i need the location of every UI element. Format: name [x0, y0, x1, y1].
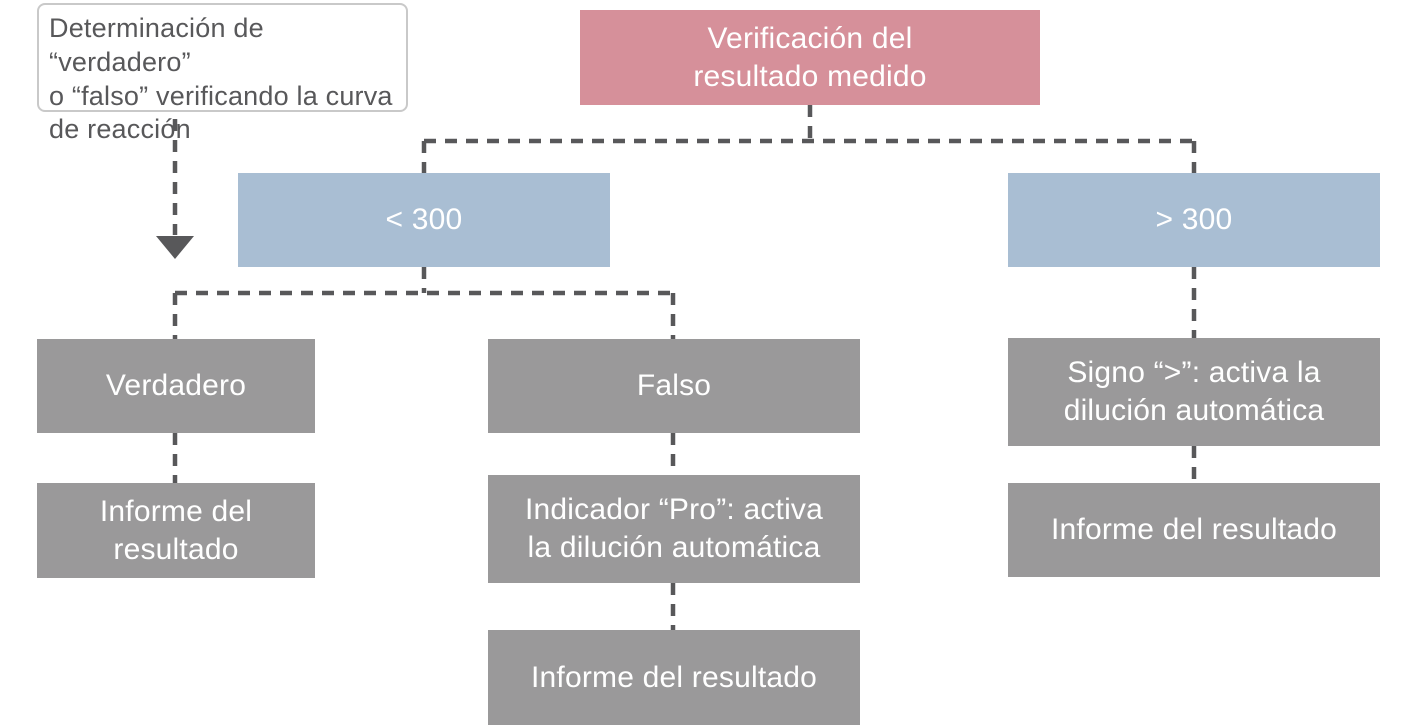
node-informe-resultado-middle: Informe del resultado	[488, 630, 860, 725]
note-determinacion: Determinación de “verdadero” o “falso” v…	[37, 3, 408, 144]
node-informe-resultado-left: Informe del resultado	[37, 483, 315, 578]
node-falso: Falso	[488, 339, 860, 433]
node-branch-gt300: > 300	[1008, 173, 1380, 267]
node-verificacion-root: Verificación del resultado medido	[580, 10, 1040, 105]
node-signo-dilucion: Signo “>”: activa la dilución automática	[1008, 338, 1380, 446]
node-informe-resultado-right: Informe del resultado	[1008, 483, 1380, 577]
node-verdadero: Verdadero	[37, 339, 315, 433]
node-branch-lt300: < 300	[238, 173, 610, 267]
arrowhead-down-icon	[156, 236, 194, 259]
node-indicador-pro-dilucion: Indicador “Pro”: activa la dilución auto…	[488, 475, 860, 583]
connector-lt300-split	[172, 267, 676, 339]
connector-root-split	[421, 105, 1197, 173]
